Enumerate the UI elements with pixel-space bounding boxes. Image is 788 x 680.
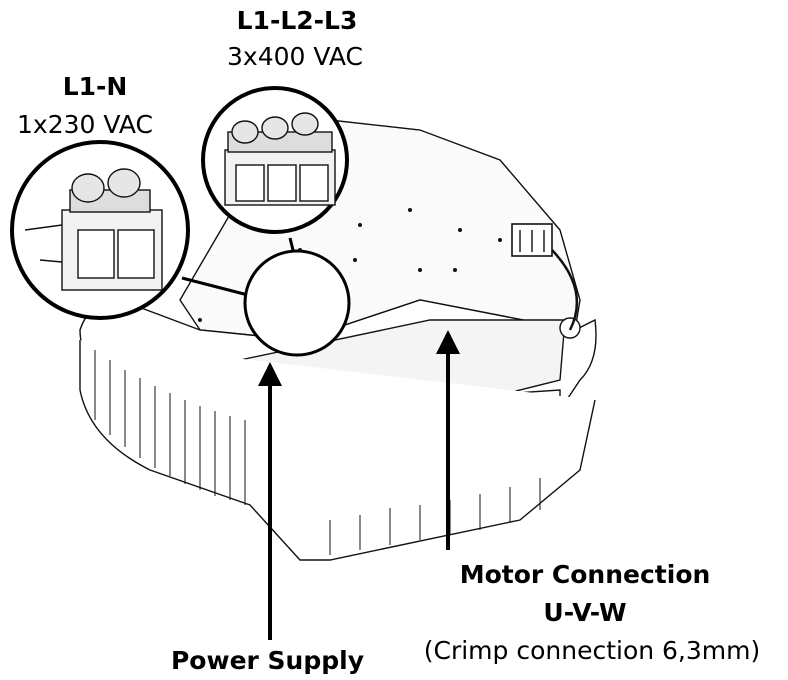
power-supply-arrow xyxy=(258,362,282,640)
terminal-location-highlight xyxy=(243,249,351,357)
single-phase-title: L1-N xyxy=(62,72,128,101)
single-phase-terminal-magnifier xyxy=(10,140,190,320)
power-supply-label: Power Supply xyxy=(170,646,365,675)
three-phase-title: L1-L2-L3 xyxy=(236,6,358,35)
three-phase-voltage: 3x400 VAC xyxy=(227,42,363,71)
motor-connection-title: Motor Connection xyxy=(459,560,711,589)
three-phase-terminal-magnifier xyxy=(201,86,349,234)
motor-connection-arrow xyxy=(436,330,460,550)
motor-crimp-note: (Crimp connection 6,3mm) xyxy=(423,636,761,665)
single-phase-voltage: 1x230 VAC xyxy=(17,110,153,139)
motor-terminals: U-V-W xyxy=(543,598,627,627)
